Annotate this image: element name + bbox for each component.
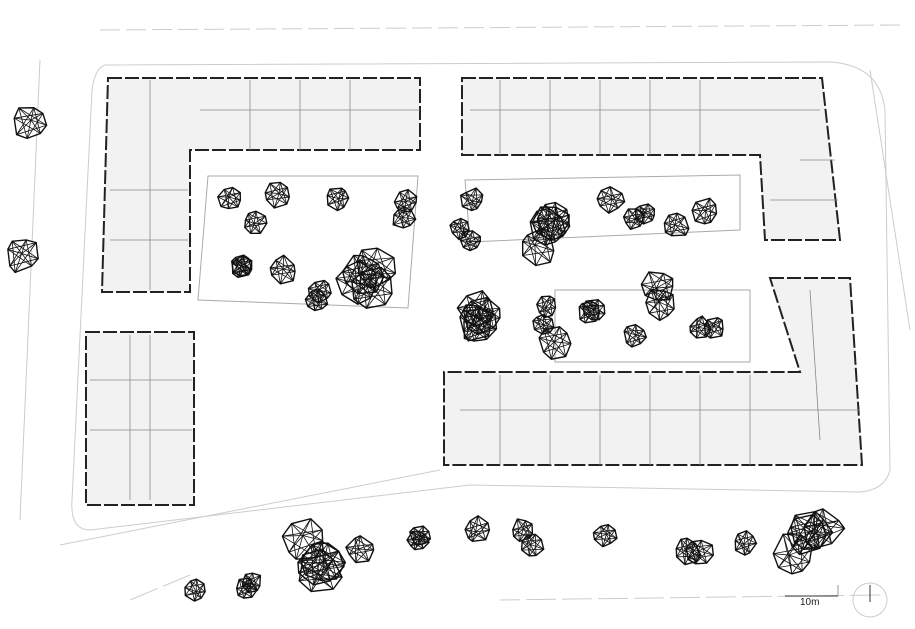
scale-bar: 10m bbox=[785, 585, 839, 608]
buildings bbox=[85, 77, 864, 506]
building-2 bbox=[461, 77, 842, 241]
scale-bar-label: 10m bbox=[800, 597, 819, 608]
tree-icon bbox=[235, 572, 262, 599]
tree-icon bbox=[623, 323, 648, 348]
tree-icon bbox=[592, 523, 618, 548]
tree-icon bbox=[326, 187, 350, 212]
tree-icon bbox=[521, 201, 571, 267]
tree-icon bbox=[689, 315, 724, 339]
trees bbox=[7, 107, 846, 602]
tree-icon bbox=[456, 290, 501, 342]
tree-icon bbox=[734, 529, 758, 556]
tree-icon bbox=[772, 508, 846, 575]
tree-icon bbox=[596, 186, 626, 214]
tree-icon bbox=[512, 518, 545, 557]
tree-icon bbox=[392, 188, 418, 229]
tree-icon bbox=[230, 254, 253, 279]
tree-icon bbox=[217, 186, 242, 210]
tree-icon bbox=[622, 203, 656, 231]
tree-icon bbox=[244, 210, 268, 235]
site-boundary bbox=[19, 24, 911, 601]
building-4 bbox=[85, 331, 195, 506]
tree-icon bbox=[640, 271, 675, 322]
tree-icon bbox=[7, 239, 39, 274]
tree-icon bbox=[578, 299, 606, 324]
tree-icon bbox=[464, 514, 491, 543]
tree-icon bbox=[335, 247, 397, 309]
partition-wall bbox=[809, 289, 821, 441]
tree-icon bbox=[345, 535, 375, 564]
tree-icon bbox=[449, 217, 482, 252]
tree-icon bbox=[13, 107, 48, 140]
tree-icon bbox=[184, 578, 206, 602]
tree-icon bbox=[459, 187, 484, 212]
north-arrow-icon bbox=[852, 582, 888, 618]
courtyard-lawns bbox=[197, 174, 751, 363]
tree-icon bbox=[663, 212, 690, 237]
tree-icon bbox=[691, 197, 718, 225]
tree-icon bbox=[304, 279, 332, 312]
tree-icon bbox=[264, 181, 291, 209]
tree-icon bbox=[406, 525, 432, 551]
tree-icon bbox=[675, 537, 715, 566]
building-1 bbox=[100, 77, 421, 293]
tree-icon bbox=[538, 326, 572, 360]
tree-icon bbox=[281, 517, 347, 593]
building-3 bbox=[443, 277, 864, 466]
tree-icon bbox=[269, 254, 296, 285]
tree-icon bbox=[532, 295, 557, 335]
